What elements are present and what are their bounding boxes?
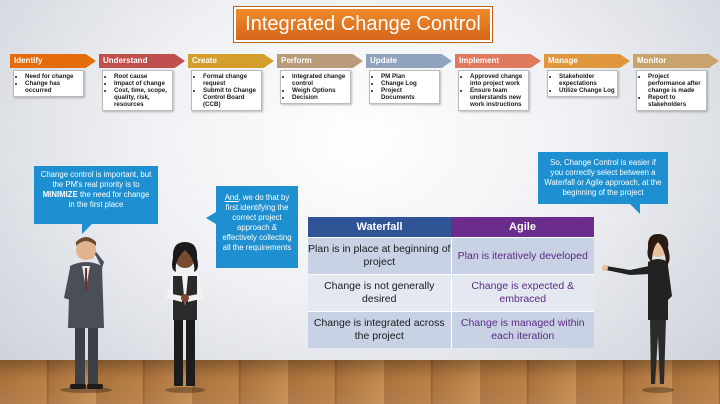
waterfall-cell: Change is integrated across the project	[308, 311, 452, 348]
step-detail-item: Weigh Options	[292, 87, 348, 94]
step-details: Need for changeChange has occurred	[13, 70, 84, 97]
speech-bubble-right: So, Change Control is easier if you corr…	[538, 152, 668, 214]
step-detail-item: Change Log	[381, 80, 437, 87]
step-label: Update	[366, 54, 452, 68]
process-step: Update PM PlanChange LogProject Documents	[366, 54, 452, 104]
step-detail-item: Stakeholder expectations	[559, 73, 615, 87]
step-detail-item: Integrated change control	[292, 73, 348, 87]
waterfall-cell: Plan is in place at beginning of project	[308, 237, 452, 274]
bubble-middle-text: , we do that by first identifying the co…	[222, 193, 292, 252]
woman-figure	[165, 242, 205, 393]
bubble-middle-underline: And	[224, 193, 239, 202]
step-details: Root causeImpact of changeCost, time, sc…	[102, 70, 173, 111]
speech-bubble-left: Change control is important, but the PM'…	[34, 166, 158, 234]
step-details: Integrated change controlWeigh OptionsDe…	[280, 70, 351, 104]
process-step: ManageStakeholder expectationsUtilize Ch…	[544, 54, 630, 97]
process-step: UnderstandRoot causeImpact of changeCost…	[99, 54, 185, 111]
table-header: Waterfall Agile	[308, 217, 594, 237]
process-step: IdentifyNeed for changeChange has occurr…	[10, 54, 96, 97]
step-label: Perform	[277, 54, 363, 68]
speech-bubble-middle: And, we do that by first identifying the…	[206, 186, 298, 268]
header-agile: Agile	[451, 217, 594, 237]
wooden-floor	[0, 360, 720, 404]
process-step: MonitorProject performance after change …	[633, 54, 719, 111]
step-detail-item: Approved change into project work	[470, 73, 526, 87]
step-detail-item: Project Documents	[381, 87, 437, 101]
step-details: Approved change into project workEnsure …	[458, 70, 529, 111]
step-detail-item: PM Plan	[381, 73, 437, 80]
presenter-figure	[602, 234, 674, 393]
table-row: Plan is in place at beginning of project…	[308, 237, 594, 274]
step-detail-item: Submit to Change Control Board (CCB)	[203, 87, 259, 108]
step-details: Stakeholder expectationsUtilize Change L…	[547, 70, 618, 97]
step-detail-item: Project performance after change is made	[648, 73, 704, 94]
slide-title: Integrated Change Control	[234, 7, 492, 42]
step-detail-item: Need for change	[25, 73, 81, 80]
step-detail-item: Decision	[292, 94, 348, 101]
step-detail-item: Report to stakeholders	[648, 94, 704, 108]
process-step: ImplementApproved change into project wo…	[455, 54, 541, 111]
table-row: Change is not generally desired Change i…	[308, 274, 594, 311]
step-details: Formal change requestSubmit to Change Co…	[191, 70, 262, 111]
step-detail-item: Utilize Change Log	[559, 87, 615, 94]
step-label: Manage	[544, 54, 630, 68]
process-step: PerformIntegrated change controlWeigh Op…	[277, 54, 363, 104]
man-figure	[60, 237, 112, 393]
step-label: Monitor	[633, 54, 719, 68]
comparison-table: Waterfall Agile Plan is in place at begi…	[308, 217, 594, 348]
waterfall-cell: Change is not generally desired	[308, 274, 452, 311]
step-details: PM PlanChange LogProject Documents	[369, 70, 440, 104]
step-detail-item: Change has occurred	[25, 80, 81, 94]
step-label: Understand	[99, 54, 185, 68]
agile-cell: Plan is iteratively developed	[451, 237, 594, 274]
step-detail-item: Formal change request	[203, 73, 259, 87]
table-row: Change is integrated across the project …	[308, 311, 594, 348]
step-label: Implement	[455, 54, 541, 68]
header-waterfall: Waterfall	[308, 217, 451, 237]
step-details: Project performance after change is made…	[636, 70, 707, 111]
step-label: Create	[188, 54, 274, 68]
agile-cell: Change is expected & embraced	[451, 274, 594, 311]
bubble-left-emphasis: MINIMIZE	[42, 190, 78, 199]
step-detail-item: Ensure team understands new work instruc…	[470, 87, 526, 108]
step-detail-item: Cost, time, scope, quality, risk, resour…	[114, 87, 170, 108]
step-detail-item: Impact of change	[114, 80, 170, 87]
process-step: CreateFormal change requestSubmit to Cha…	[188, 54, 274, 111]
floor-shading	[0, 360, 720, 404]
step-label: Identify	[10, 54, 96, 68]
bubble-left-text: Change control is important, but the PM'…	[40, 170, 152, 189]
bubble-left-text-end: the need for change in the first place	[68, 190, 150, 209]
agile-cell: Change is managed within each iteration	[451, 311, 594, 348]
step-detail-item: Root cause	[114, 73, 170, 80]
